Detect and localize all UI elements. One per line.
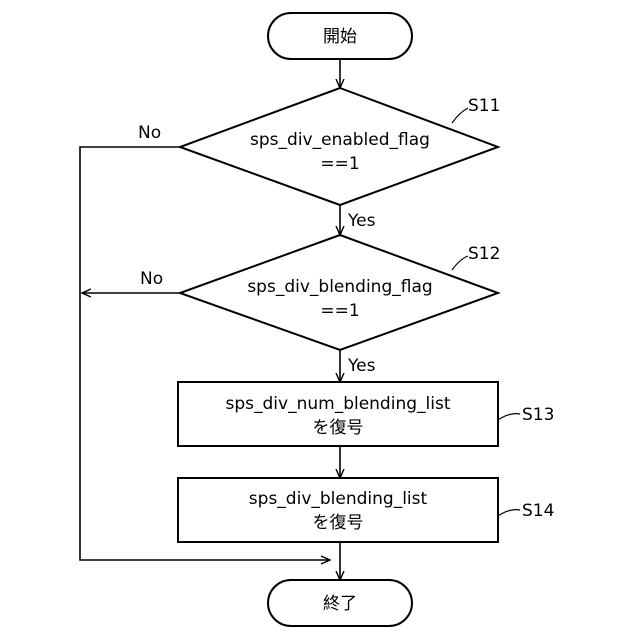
end-label: 終了 bbox=[323, 594, 357, 614]
s12-leader bbox=[452, 256, 468, 270]
start-terminal: 開始 bbox=[268, 13, 412, 59]
s11-leader bbox=[452, 108, 468, 123]
decision-s11-yes-label: Yes bbox=[347, 211, 376, 231]
process-s13-step: S13 bbox=[522, 405, 554, 425]
decision-s11-line1: sps_div_enabled_flag bbox=[250, 130, 430, 150]
decision-s12-line1: sps_div_blending_flag bbox=[247, 277, 432, 297]
process-s13: sps_div_num_blending_list を復号 bbox=[178, 382, 498, 446]
s13-leader bbox=[498, 414, 520, 420]
process-s14-line2: を復号 bbox=[313, 513, 364, 533]
decision-s11: sps_div_enabled_flag ==1 bbox=[180, 88, 498, 205]
decision-s11-line2: ==1 bbox=[320, 154, 359, 174]
process-s14: sps_div_blending_list を復号 bbox=[178, 478, 498, 542]
end-terminal: 終了 bbox=[268, 580, 412, 626]
decision-s12-step: S12 bbox=[468, 244, 500, 264]
start-label: 開始 bbox=[323, 27, 357, 47]
decision-s11-step: S11 bbox=[468, 96, 500, 116]
s14-leader bbox=[498, 510, 520, 516]
process-s14-step: S14 bbox=[522, 501, 554, 521]
process-s14-line1: sps_div_blending_list bbox=[249, 489, 428, 509]
decision-s12-yes-label: Yes bbox=[347, 356, 376, 376]
process-s13-line2: を復号 bbox=[313, 418, 364, 438]
decision-s12-no-label: No bbox=[140, 269, 163, 289]
decision-s12-line2: ==1 bbox=[320, 301, 359, 321]
process-s13-line1: sps_div_num_blending_list bbox=[226, 394, 451, 414]
decision-s12: sps_div_blending_flag ==1 bbox=[180, 235, 498, 350]
decision-s11-no-label: No bbox=[138, 123, 161, 143]
